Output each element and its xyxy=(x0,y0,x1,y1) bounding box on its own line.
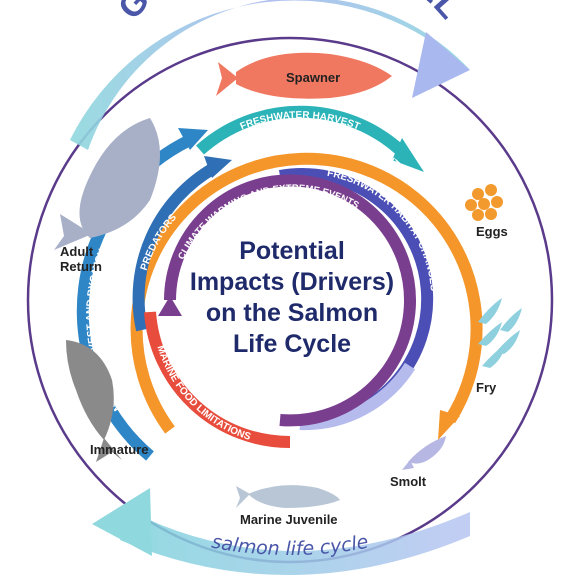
smolt-fish-icon xyxy=(402,436,446,470)
spawner-fish-icon xyxy=(216,52,392,99)
stage-label-marine-juvenile: Marine Juvenile xyxy=(240,512,338,527)
arc-predators xyxy=(132,162,217,332)
subtitle-band xyxy=(120,512,470,576)
fry-fish-icon xyxy=(478,298,522,368)
center-title-line-3: on the Salmon xyxy=(205,299,379,327)
center-title-line-2: Impacts (Drivers) xyxy=(189,268,395,296)
stage-label-adult-line1: Adult xyxy=(60,244,94,259)
stage-label-adult-line2: Return xyxy=(60,259,102,274)
subtitle-arrowhead xyxy=(92,488,152,556)
eggs-icon xyxy=(465,184,503,221)
juvenile-fish-icon xyxy=(236,485,340,508)
banner-subtitle: salmon life cycle xyxy=(210,531,370,560)
arrow-salmon-health xyxy=(438,410,460,440)
banner-arrowhead xyxy=(412,32,470,98)
center-title: Potential Impacts (Drivers) on the Salmo… xyxy=(180,236,404,360)
arrow-climate-warming xyxy=(158,296,182,316)
arc-climate-warming xyxy=(164,174,416,427)
arrow-predators xyxy=(204,156,232,178)
stage-label-spawner: Spawner xyxy=(286,70,341,85)
arrow-freshwater-harvest xyxy=(392,138,424,172)
center-title-line-1: Potential xyxy=(239,237,345,265)
stage-label-adult-return: Adult Return xyxy=(60,244,102,274)
banner-title: GRAVEL TO GRAVEL xyxy=(111,0,469,27)
immature-fish-icon xyxy=(66,340,122,462)
stage-label-fry: Fry xyxy=(476,380,497,395)
adult-fish-icon xyxy=(54,118,160,250)
stage-label-eggs: Eggs xyxy=(476,224,508,239)
center-title-line-4: Life Cycle xyxy=(232,330,352,358)
stage-label-immature: Immature xyxy=(90,442,149,457)
banner-band xyxy=(70,0,470,150)
stage-label-smolt: Smolt xyxy=(390,474,427,489)
arrow-marine-harvest xyxy=(178,128,208,150)
arc-freshwater-harvest xyxy=(196,105,404,155)
arc-marine-food xyxy=(144,311,291,449)
